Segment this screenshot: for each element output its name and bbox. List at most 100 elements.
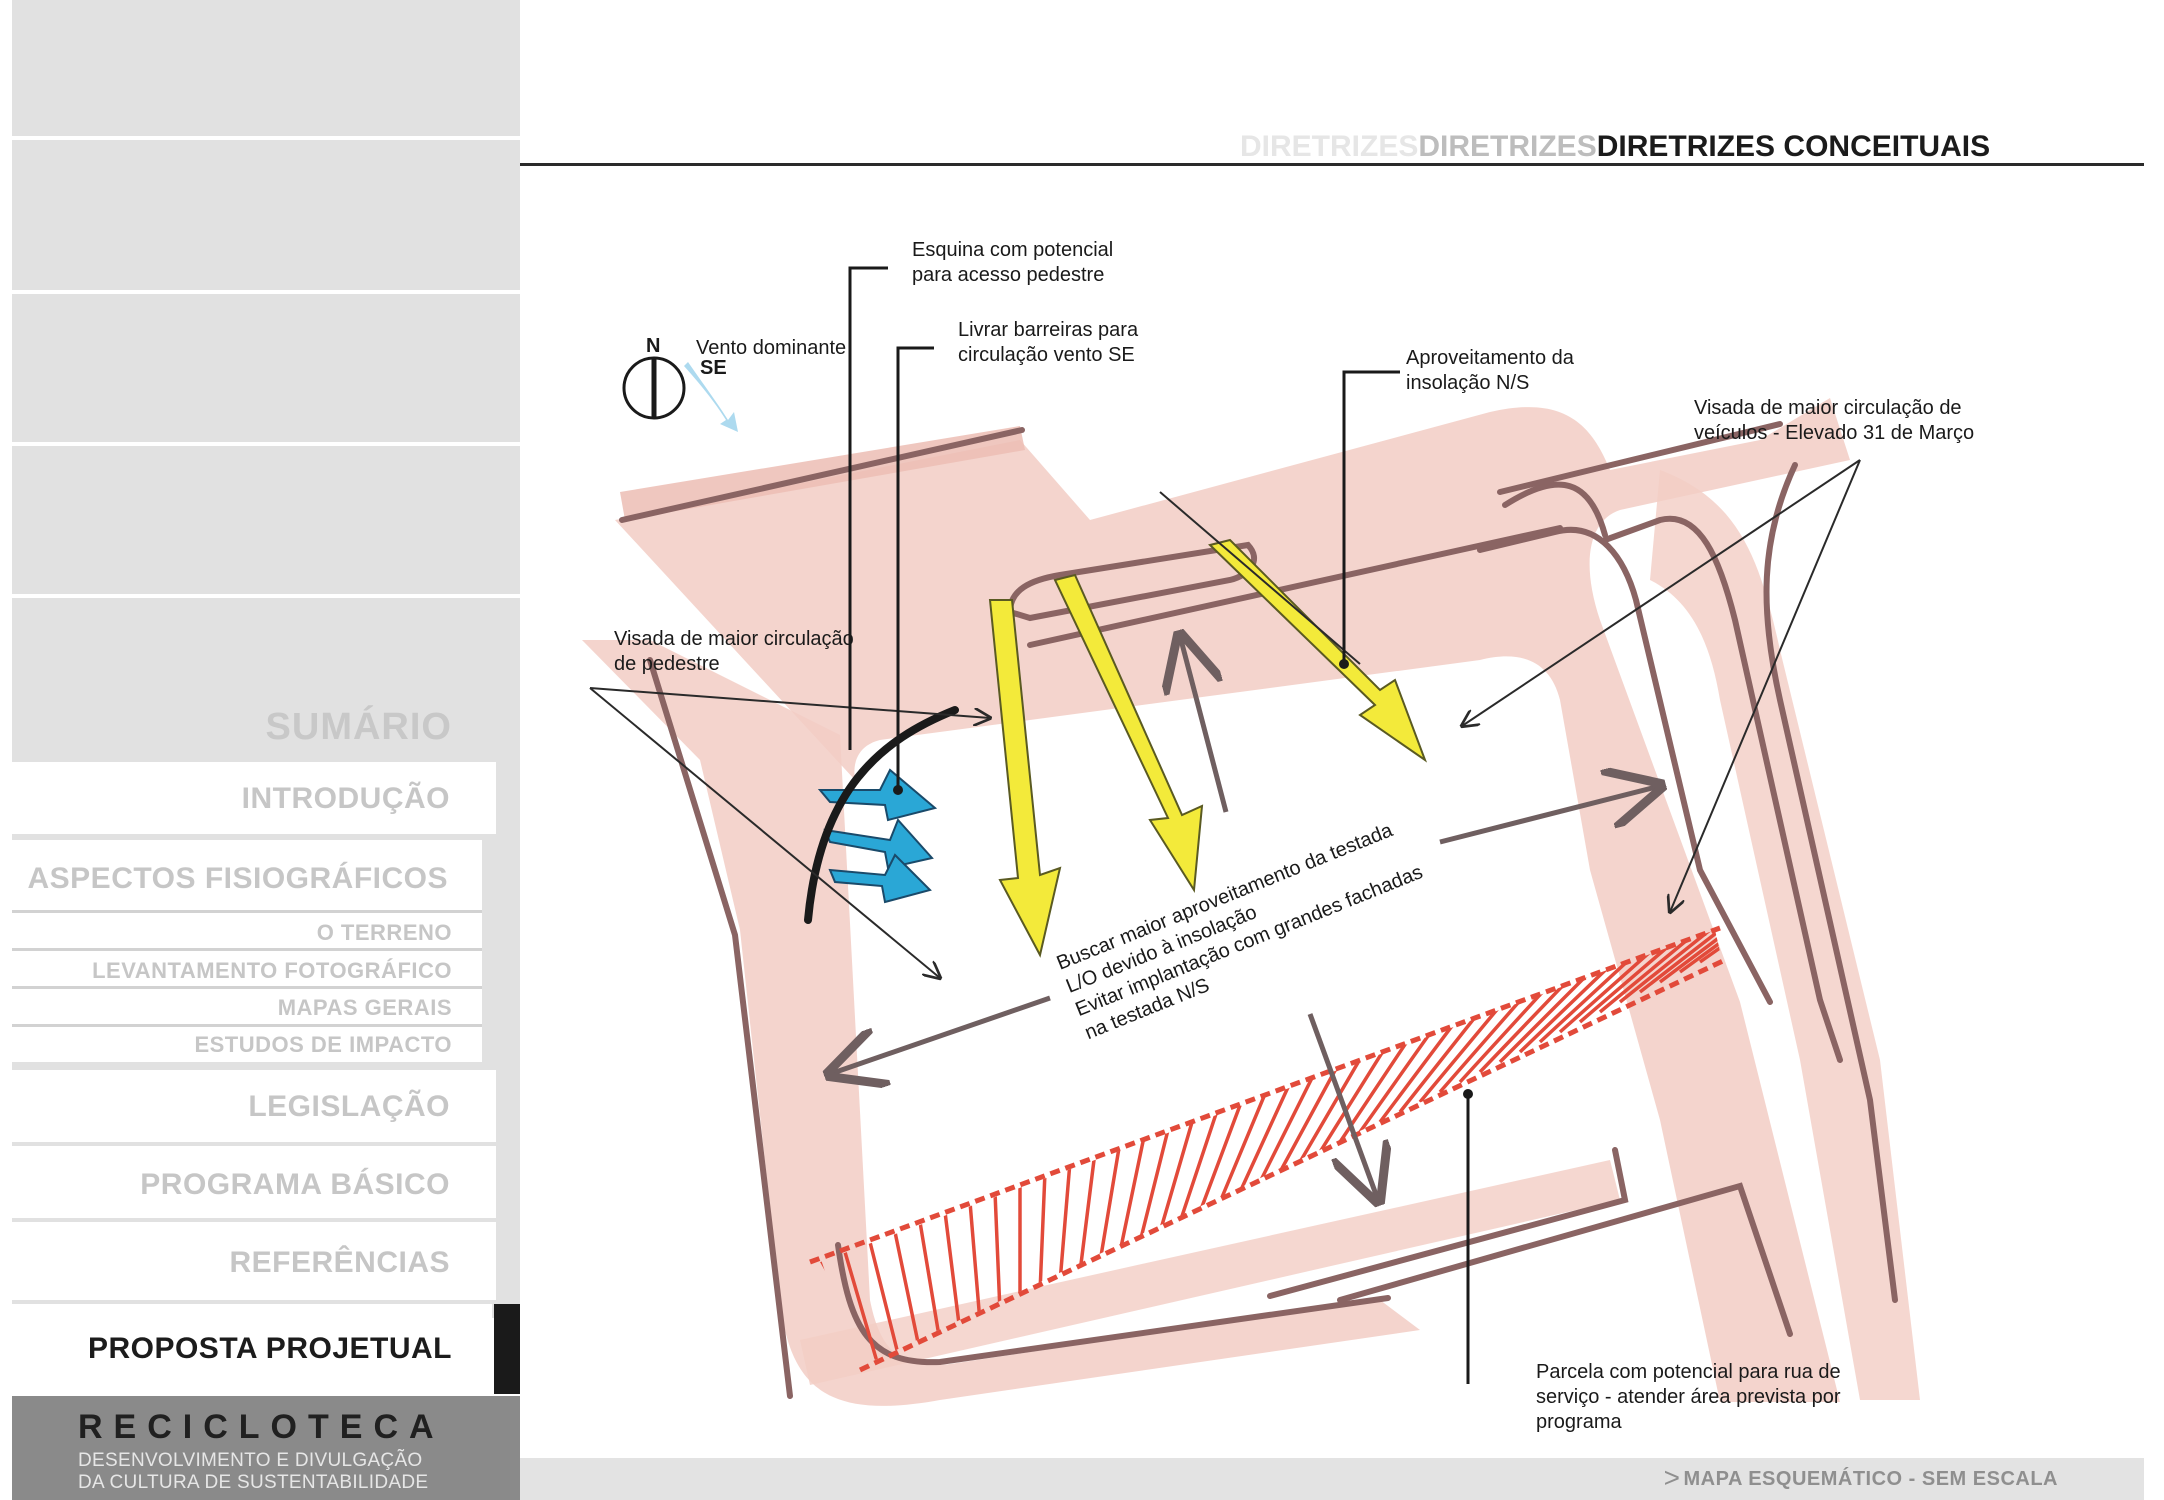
site-diagram: N Vento dominante SE Esquina com potenci… xyxy=(582,239,1974,1433)
road-edge xyxy=(1497,421,1783,495)
annotation-line: Parcela com potencial para rua de xyxy=(1536,1361,1841,1383)
nav-divider xyxy=(12,986,482,989)
sidebar-tile xyxy=(12,446,520,594)
nav-block: LEGISLAÇÃO xyxy=(12,1070,496,1142)
road-network xyxy=(582,398,1920,1406)
annotation-line: circulação vento SE xyxy=(958,344,1135,366)
road-edge xyxy=(1027,525,1563,648)
sight-line xyxy=(589,687,940,978)
nav-item-label: PROPOSTA PROJETUAL xyxy=(87,1332,452,1365)
road-edge xyxy=(619,427,1025,523)
page-title: DIRETRIZESDIRETRIZESDIRETRIZES CONCEITUA… xyxy=(1240,130,1990,164)
wind-arrow-icon xyxy=(828,853,932,904)
annotation-insolacao: Aproveitamento da insolação N/S xyxy=(1406,347,1579,394)
road-edge xyxy=(1477,527,1773,1005)
road-west xyxy=(582,640,1420,1406)
wind-direction-icon xyxy=(684,362,738,432)
annotation-line: Aproveitamento da xyxy=(1406,347,1575,369)
title-main: DIRETRIZES CONCEITUAIS xyxy=(1596,130,1991,163)
road-north xyxy=(615,398,1850,1402)
annotation-line: Livrar barreiras para xyxy=(958,319,1139,341)
axis-arrow xyxy=(1180,636,1229,813)
sun-arrows xyxy=(988,538,1428,958)
annotation-line: veículos - Elevado 31 de Março xyxy=(1694,422,1974,444)
annotation-line: serviço - atender área prevista por xyxy=(1536,1386,1841,1408)
nav-divider xyxy=(12,1024,482,1027)
brand-block: RECICLOTECA DESENVOLVIMENTO E DIVULGAÇÃO… xyxy=(12,1396,520,1500)
page-footer: > MAPA ESQUEMÁTICO - SEM ESCALA xyxy=(520,1458,2144,1500)
annotation-line: programa xyxy=(1536,1411,1622,1433)
sidebar: SUMÁRIO INTRODUÇÃO ASPECTOS FISIOGRÁFICO… xyxy=(0,0,520,1500)
sun-arrow-icon xyxy=(1208,538,1428,763)
wind-arrow-icon xyxy=(823,818,934,870)
nav-item-proposta-projetual[interactable]: PROPOSTA PROJETUAL xyxy=(12,1304,492,1394)
road-south-strip xyxy=(800,1160,1620,1385)
title-ghost: DIRETRIZES xyxy=(1240,130,1419,163)
sight-line xyxy=(589,687,990,718)
nav-divider xyxy=(12,910,482,913)
road-edge xyxy=(1006,541,1257,622)
road-edge xyxy=(1502,481,1608,538)
nav-item-aspectos-fisiograficos[interactable]: ASPECTOS FISIOGRÁFICOS xyxy=(27,862,448,895)
nav-item-introducao[interactable]: INTRODUÇÃO xyxy=(241,782,450,815)
wind-direction-label: SE xyxy=(700,357,727,379)
sun-arrow-icon xyxy=(988,599,1062,958)
annotation-parcela: Parcela com potencial para rua de serviç… xyxy=(1536,1361,1846,1433)
annotation-line: Esquina com potencial xyxy=(912,239,1113,261)
annotation-pedestre: Visada de maior circulação de pedestre xyxy=(614,628,859,675)
axis-arrow xyxy=(1439,786,1660,845)
road-edge xyxy=(1337,1182,1793,1337)
wind-label: Vento dominante xyxy=(696,337,846,359)
header-rule xyxy=(520,163,2144,166)
summary-title: SUMÁRIO xyxy=(265,706,452,748)
nav-subitem-o-terreno[interactable]: O TERRENO xyxy=(316,920,452,945)
parcel-outline xyxy=(809,925,1721,1265)
brand-name: RECICLOTECA xyxy=(78,1408,445,1446)
active-indicator xyxy=(494,1304,520,1394)
annotation-line: de pedestre xyxy=(614,653,720,675)
brand-tagline: DA CULTURA DE SUSTENTABILIDADE xyxy=(78,1472,429,1493)
nav-block: INTRODUÇÃO xyxy=(12,762,496,834)
title-ghost: DIRETRIZES xyxy=(1418,130,1597,163)
road-edge xyxy=(1602,515,1843,1063)
annotation-line: para acesso pedestre xyxy=(912,264,1104,286)
footer-caption: MAPA ESQUEMÁTICO - SEM ESCALA xyxy=(1683,1468,2058,1490)
nav-item-referencias[interactable]: REFERÊNCIAS xyxy=(229,1246,450,1279)
sight-line xyxy=(1462,459,1861,726)
sun-arrow-icon xyxy=(1053,573,1204,894)
sight-line xyxy=(1159,491,1361,665)
road-edge xyxy=(1763,462,1898,1303)
nav-subitem-estudos-de-impacto[interactable]: ESTUDOS DE IMPACTO xyxy=(194,1032,452,1057)
leader-line xyxy=(896,346,934,788)
chevron-right-icon: > xyxy=(1663,1462,1680,1493)
road-edge xyxy=(1267,1147,1629,1299)
sidebar-tile xyxy=(12,0,520,136)
leader-line xyxy=(1342,370,1400,662)
annotation-line: Visada de maior circulação xyxy=(614,628,854,650)
leader-dots xyxy=(893,659,1473,1099)
annotation-veiculos: Visada de maior circulação de veículos -… xyxy=(1694,397,1974,444)
annotation-barreiras: Livrar barreiras para circulação vento S… xyxy=(958,319,1144,366)
wind-arrows xyxy=(817,768,938,904)
nav-block: ASPECTOS FISIOGRÁFICOS O TERRENO LEVANTA… xyxy=(12,840,482,1062)
nav-subitem-mapas-gerais[interactable]: MAPAS GERAIS xyxy=(277,995,452,1020)
sidebar-tile xyxy=(12,140,520,290)
nav-block: REFERÊNCIAS xyxy=(12,1222,496,1300)
nav-divider xyxy=(12,948,482,951)
leader-lines xyxy=(848,266,1470,1384)
nav-item-legislacao[interactable]: LEGISLAÇÃO xyxy=(248,1090,450,1123)
annotation-esquina: Esquina com potencial para acesso pedest… xyxy=(912,239,1119,286)
nav-subitem-levantamento-fotografico[interactable]: LEVANTAMENTO FOTOGRÁFICO xyxy=(92,958,452,983)
annotation-testada: Buscar maior aproveitamento da testada L… xyxy=(1054,813,1441,1045)
leader-dot xyxy=(893,785,903,795)
sight-line xyxy=(1670,459,1861,912)
axis-arrow xyxy=(1307,1013,1378,1200)
road-edges xyxy=(619,421,1898,1399)
nav-block: PROGRAMA BÁSICO xyxy=(12,1146,496,1218)
annotation-line: Visada de maior circulação de xyxy=(1694,397,1962,419)
annotation-line: insolação N/S xyxy=(1406,372,1529,394)
compass-north-label: N xyxy=(646,335,660,357)
leader-dot xyxy=(1339,659,1349,669)
nav-item-programa-basico[interactable]: PROGRAMA BÁSICO xyxy=(140,1168,450,1201)
axis-arrow xyxy=(830,995,1051,1074)
